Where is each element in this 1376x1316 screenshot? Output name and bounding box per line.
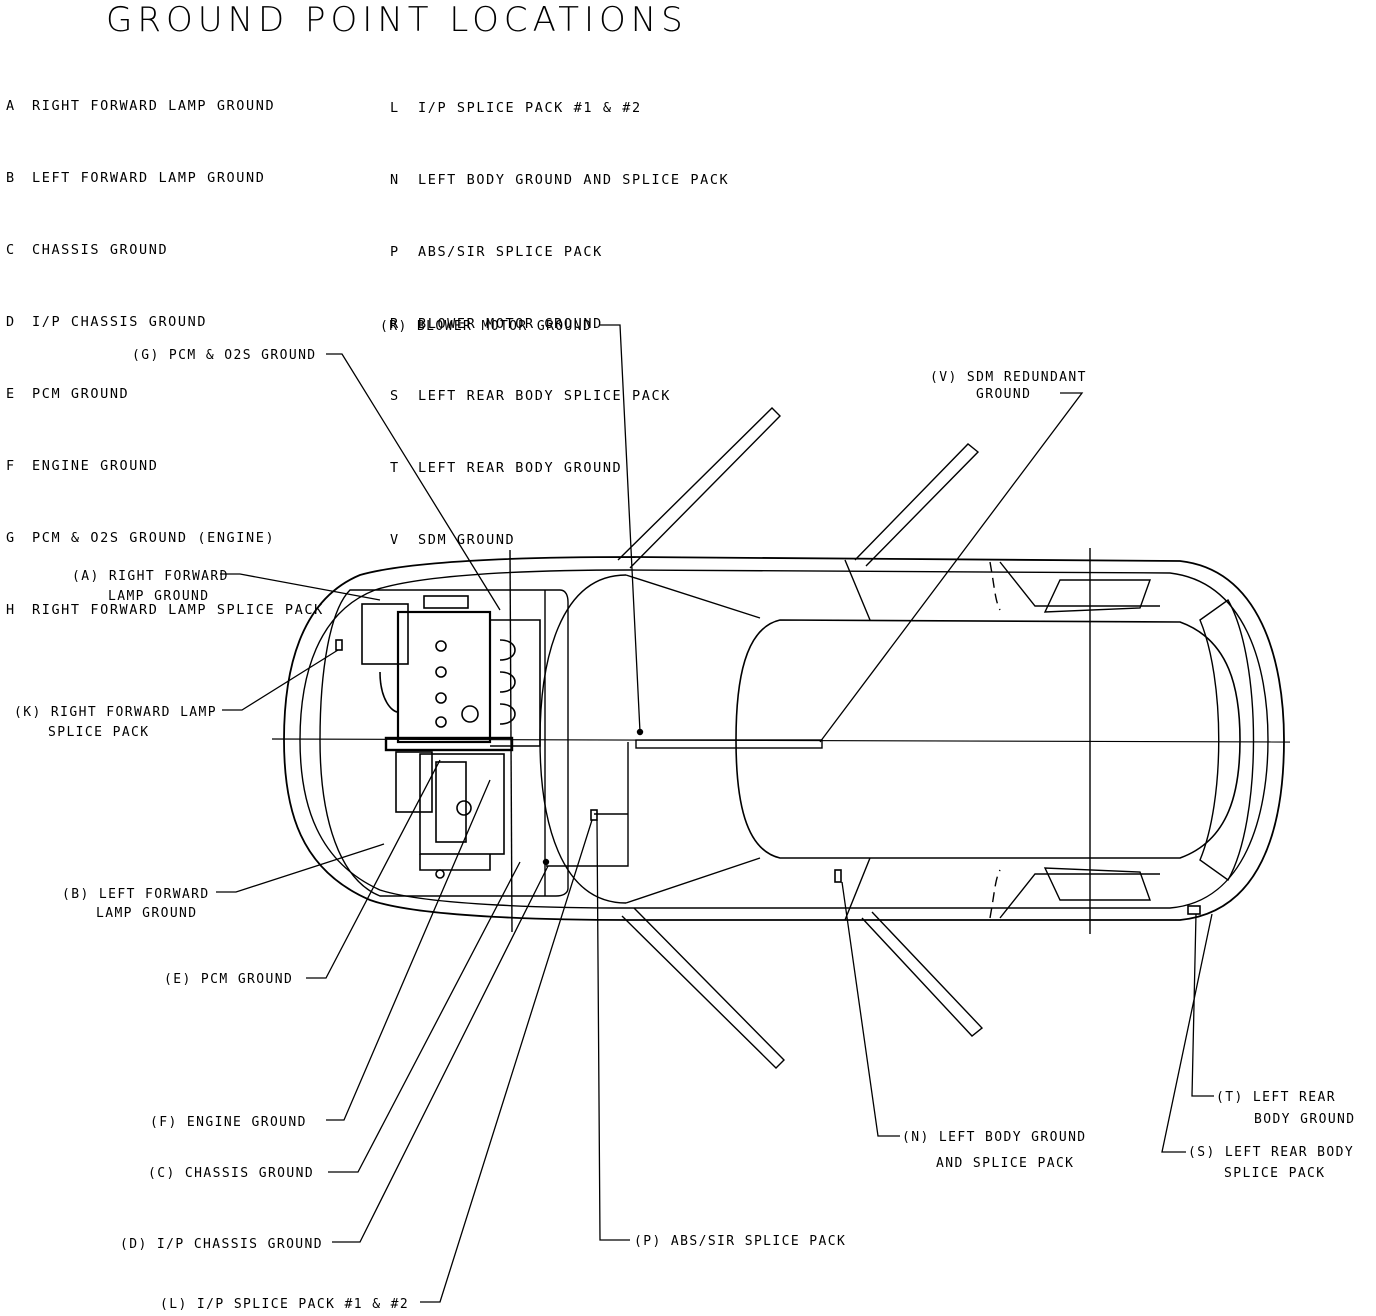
rear-door-top [854,443,980,567]
windshield-area [539,574,627,904]
leader-b [216,843,385,893]
callout-a-line1: (A) RIGHT FORWARD [72,569,229,584]
b-pillar-bottom [844,857,871,921]
callout-d: (D) I/P CHASSIS GROUND [120,1237,323,1252]
callout-t-line2: BODY GROUND [1254,1112,1356,1127]
callout-a-line2: LAMP GROUND [108,589,210,604]
leader-t [1191,913,1214,1097]
b-pillar-top [844,559,871,621]
callout-l: (L) I/P SPLICE PACK #1 & #2 [160,1297,409,1312]
engine-assembly [361,595,541,879]
car-body-outline [283,556,1285,921]
harness-wire [546,742,629,867]
leader-s [1161,913,1213,1153]
leader-l [420,819,593,1303]
leader-d [332,865,549,1243]
callout-n-line2: AND SPLICE PACK [936,1156,1074,1171]
callout-v-line2: GROUND [976,387,1031,402]
leader-lines [216,324,1214,1303]
rear-window-top [999,561,1160,607]
leader-c [328,861,521,1173]
roof-outline [735,619,1241,859]
callout-b-line1: (B) LEFT FORWARD [62,887,210,902]
rear-wheel-bottom [989,869,1001,919]
front-door-curve [625,574,761,904]
callout-r: (R) BLOWER MOTOR GROUND [380,319,592,334]
rear-wheel-top [989,561,1001,611]
leader-r [600,324,641,733]
callout-n-line1: (N) LEFT BODY GROUND [902,1130,1087,1145]
leader-n [841,881,900,1137]
diagram-title: GROUND POINT LOCATIONS [106,0,688,40]
leader-a [220,573,381,601]
leader-v [819,392,1084,743]
callout-e: (E) PCM GROUND [164,972,293,987]
ground-marker-k [335,639,343,651]
leader-p [596,819,630,1241]
callout-f: (F) ENGINE GROUND [150,1115,307,1130]
leader-k [222,649,339,711]
front-door-bottom [621,907,785,1069]
callout-c: (C) CHASSIS GROUND [148,1166,314,1181]
quarter-window-bottom [1043,867,1151,901]
ground-marker-t [1187,905,1201,915]
callout-b-line2: LAMP GROUND [96,906,198,921]
callout-t-line1: (T) LEFT REAR [1216,1090,1336,1105]
ground-marker-l [542,858,550,866]
ground-marker-n [834,869,842,883]
callout-p: (P) ABS/SIR SPLICE PACK [634,1234,846,1249]
leader-f [326,779,491,1121]
leader-e [306,759,441,979]
callout-k-line2: SPLICE PACK [48,725,150,740]
rear-door-bottom [861,911,984,1037]
ground-marker-p [590,809,598,821]
callout-labels: (R) BLOWER MOTOR GROUND (G) PCM & O2S GR… [14,319,1356,1312]
engine-compartment [319,589,569,897]
rear-glass [1199,598,1255,882]
leader-g [326,353,501,611]
quarter-window-top [1043,579,1151,613]
callout-g: (G) PCM & O2S GROUND [132,348,317,363]
callout-k-line1: (K) RIGHT FORWARD LAMP [14,705,217,720]
callout-s-line2: SPLICE PACK [1224,1166,1326,1181]
callout-v-line1: (V) SDM REDUNDANT [930,370,1087,385]
front-door-top [617,407,781,569]
callout-s-line1: (S) LEFT REAR BODY [1188,1145,1354,1160]
ip-splice-rect [635,739,823,749]
rear-window-bottom [999,873,1160,919]
